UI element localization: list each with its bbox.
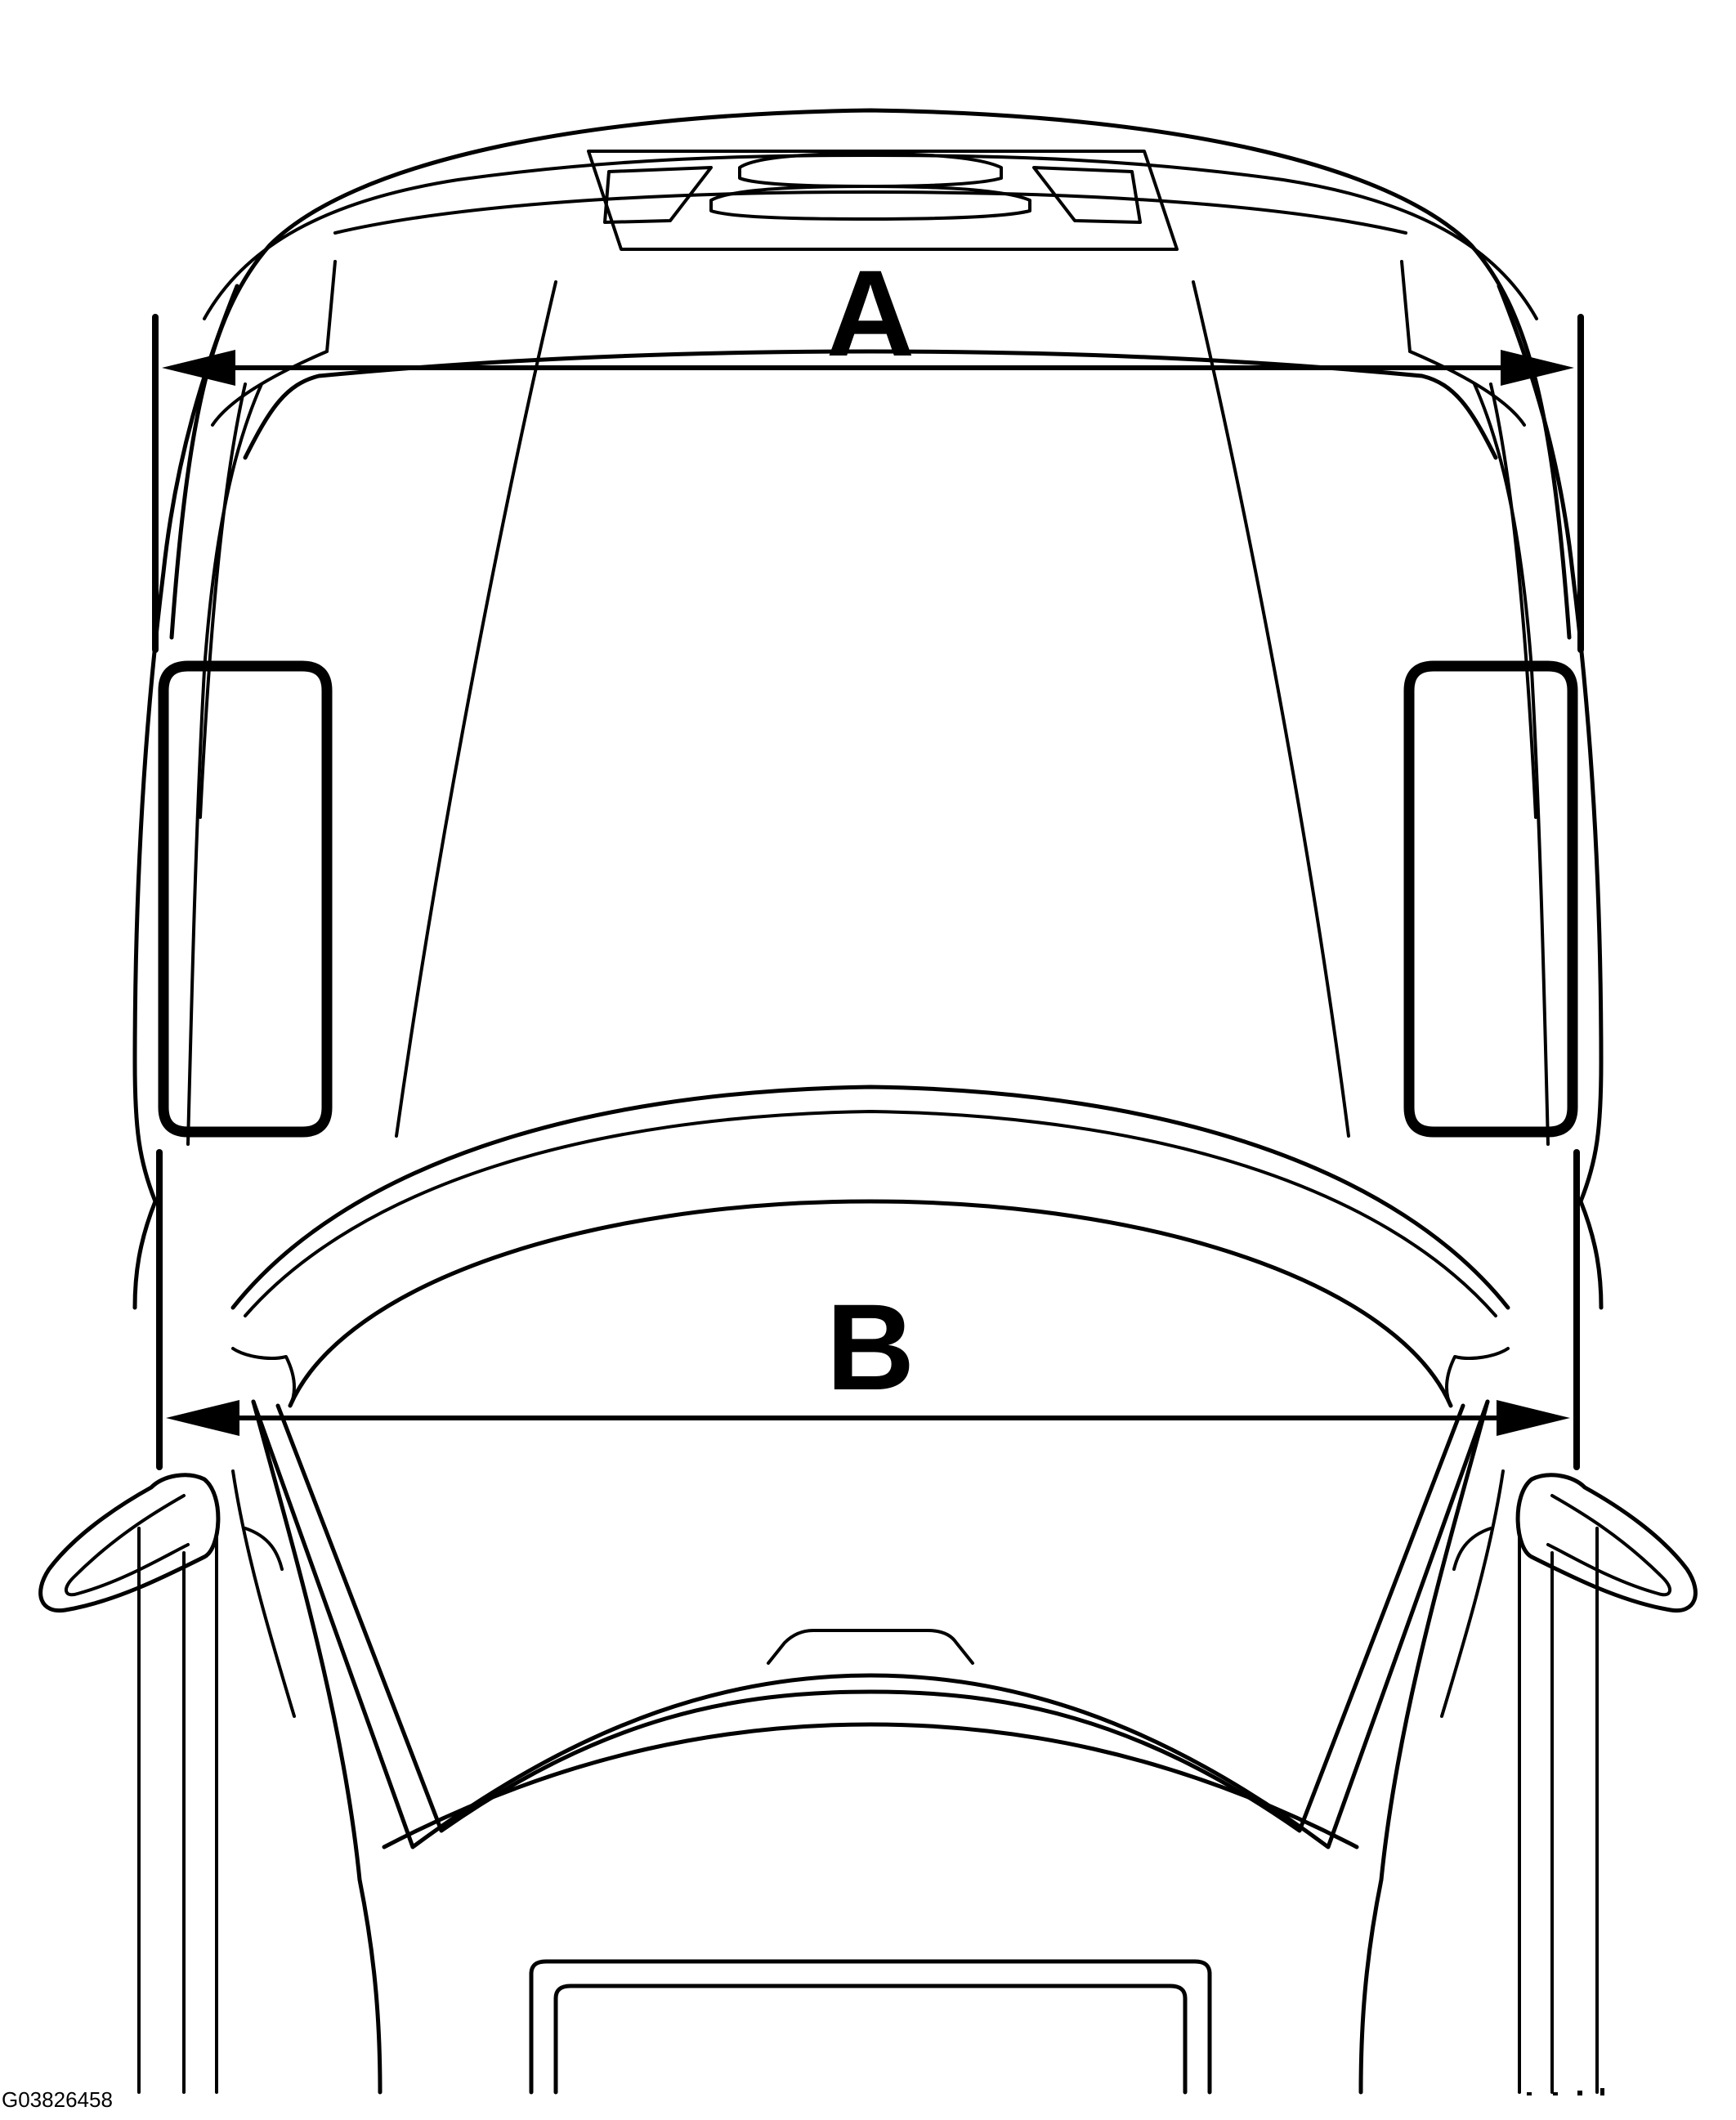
dimension-b-label: B [826,1278,915,1416]
roof-left-edge [251,1399,383,2095]
roof-right-edge [1358,1399,1490,2095]
figure-id-label: G03826458 [2,2087,113,2112]
roof-front-edge [382,1722,1359,1849]
hood-rear-edge-outer [230,1085,1510,1310]
fender-left-outer [132,284,239,1310]
dimension-a-arrow-left [162,350,235,386]
a-pillar-right [1440,1469,1505,1718]
sunroof-outer [529,1959,1212,2095]
hood-crease-right [1192,280,1350,1138]
side-mirror-left-inner [65,1494,190,1597]
fender-right-inner [1473,382,1550,1146]
fender-right-outer [1497,284,1604,1310]
a-pillar-left [231,1469,296,1718]
headlamp-left [211,260,337,427]
side-mirror-right [1515,1473,1698,1613]
dimension-b-arrow-left [166,1400,239,1436]
fender-left-line [199,382,247,819]
front-grille-frame [587,150,1179,251]
front-grille-line [333,190,1407,235]
wheel-left-bracket [158,660,333,1138]
fender-right-line [1489,382,1537,819]
cowl-arc [288,1199,1453,1408]
front-intake-right [1032,166,1142,224]
wheel-right-bracket [1403,660,1578,1138]
dimension-b-arrow-right [1497,1400,1570,1436]
sunroof-inner [553,1984,1188,2095]
side-mirror-right-inner [1546,1494,1671,1597]
windshield-inner [275,1403,1465,1833]
dimension-a [152,314,1584,653]
hood-rear-edge-inner [244,1110,1497,1317]
vehicle-outline [38,108,1698,2095]
edge-marks [1527,2088,1604,2095]
dimension-b [156,1149,1580,1470]
cowl-right-end [1445,1347,1510,1407]
front-intake-center-top [738,152,1003,188]
windshield-outer [251,1399,1490,1849]
hood-crease-left [395,280,557,1138]
fender-left-inner [186,382,263,1146]
front-intake-center-bottom [709,185,1031,221]
headlamp-right [1400,260,1526,427]
dimension-a-label: A [826,244,915,382]
cowl-left-end [231,1347,296,1407]
mirror-mount [767,1629,974,1665]
dimension-a-arrow-right [1501,350,1574,386]
hood-outline [243,349,1498,460]
side-mirror-left [38,1473,221,1613]
front-intake-left [603,166,713,224]
